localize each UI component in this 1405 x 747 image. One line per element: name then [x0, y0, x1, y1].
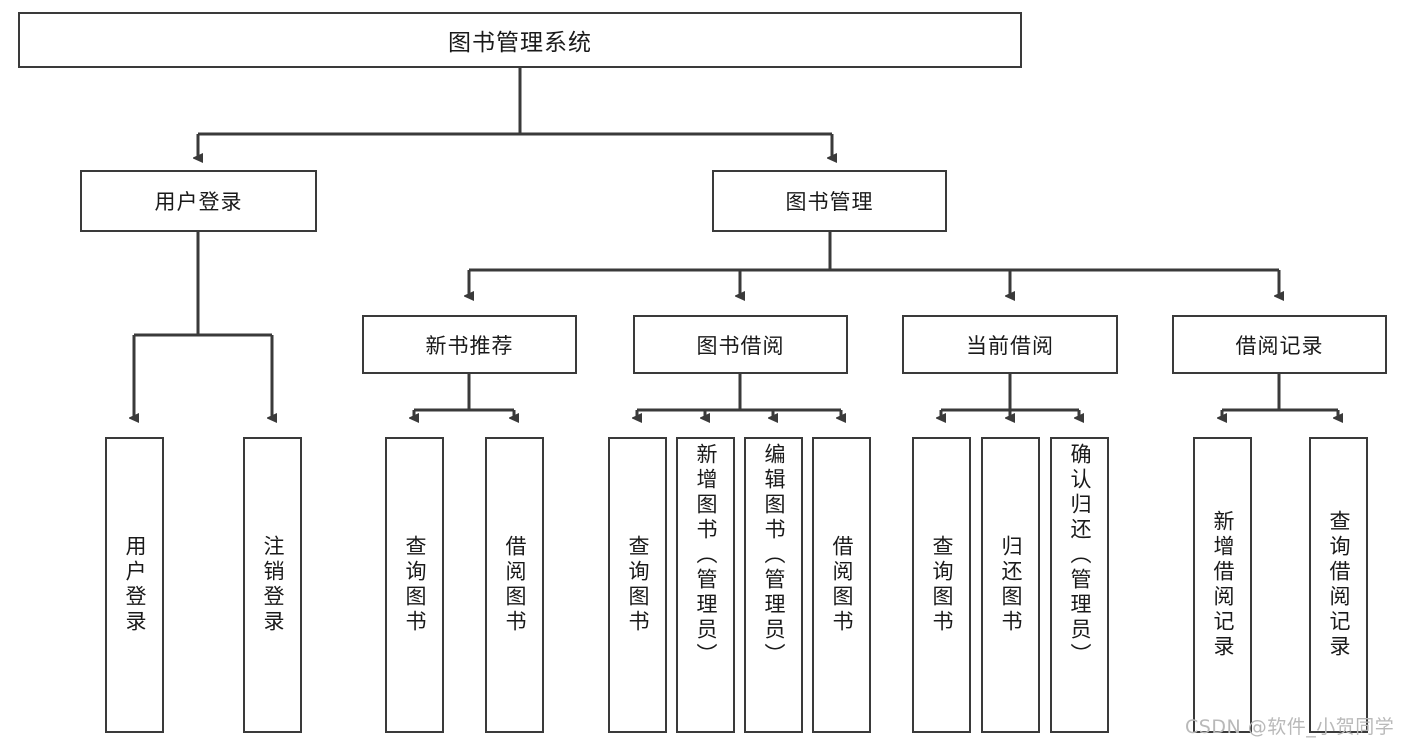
node-root-label: 图书管理系统 [448, 30, 592, 56]
node-new-book-recommend[interactable]: 新书推荐 [362, 315, 577, 374]
node-book-borrow-label: 图书借阅 [696, 333, 785, 358]
leaf-new-book-borrow[interactable]: 借阅图书 [485, 437, 544, 733]
leaf-book-borrow-add[interactable]: 新增图书（管理员） [676, 437, 735, 733]
leaf-book-borrow-edit[interactable]: 编辑图书（管理员） [744, 437, 803, 733]
node-root[interactable]: 图书管理系统 [18, 12, 1022, 68]
leaf-borrow-record-add[interactable]: 新增借阅记录 [1193, 437, 1252, 733]
node-user-login-label: 用户登录 [154, 190, 243, 214]
leaf-current-borrow-confirm[interactable]: 确认归还（管理员） [1050, 437, 1109, 733]
node-borrow-record-label: 借阅记录 [1235, 333, 1324, 358]
leaf-label: 查询借阅记录 [1327, 510, 1351, 660]
node-book-manage[interactable]: 图书管理 [712, 170, 947, 232]
leaf-user-login-login[interactable]: 用户登录 [105, 437, 164, 733]
leaf-label: 编辑图书（管理员） [762, 443, 786, 668]
node-current-borrow-label: 当前借阅 [966, 333, 1054, 358]
node-user-login[interactable]: 用户登录 [80, 170, 317, 232]
leaf-borrow-record-query[interactable]: 查询借阅记录 [1309, 437, 1368, 733]
leaf-label: 借阅图书 [503, 535, 527, 635]
node-book-manage-label: 图书管理 [785, 190, 874, 214]
node-current-borrow[interactable]: 当前借阅 [902, 315, 1118, 374]
leaf-current-borrow-return[interactable]: 归还图书 [981, 437, 1040, 733]
leaf-label: 查询图书 [626, 535, 650, 635]
leaf-book-borrow-borrow[interactable]: 借阅图书 [812, 437, 871, 733]
node-borrow-record[interactable]: 借阅记录 [1172, 315, 1387, 374]
leaf-label: 确认归还（管理员） [1068, 443, 1092, 668]
node-book-borrow[interactable]: 图书借阅 [633, 315, 848, 374]
leaf-label: 查询图书 [930, 535, 954, 635]
leaf-label: 借阅图书 [830, 535, 854, 635]
leaf-book-borrow-query[interactable]: 查询图书 [608, 437, 667, 733]
leaf-label: 用户登录 [123, 535, 147, 635]
leaf-label: 新增借阅记录 [1211, 510, 1235, 660]
leaf-label: 查询图书 [403, 535, 427, 635]
leaf-label: 归还图书 [999, 535, 1023, 635]
leaf-label: 新增图书（管理员） [694, 443, 718, 668]
leaf-new-book-query[interactable]: 查询图书 [385, 437, 444, 733]
watermark: CSDN @软件_小贺同学 [1185, 716, 1395, 738]
node-new-book-recommend-label: 新书推荐 [425, 333, 514, 358]
leaf-label: 注销登录 [261, 535, 285, 635]
leaf-user-login-logout[interactable]: 注销登录 [243, 437, 302, 733]
leaf-current-borrow-query[interactable]: 查询图书 [912, 437, 971, 733]
